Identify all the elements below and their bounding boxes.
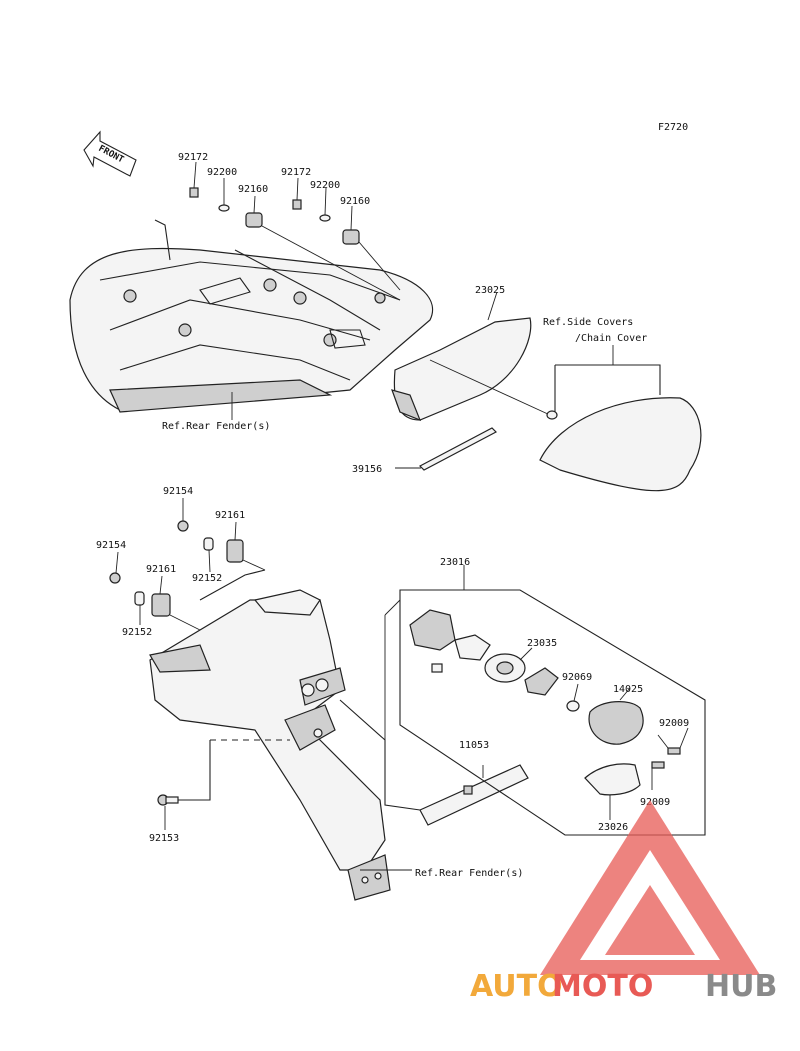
bracket-small: [524, 667, 559, 696]
watermark-auto: AUTO: [470, 969, 563, 1004]
lens-cover-23026: [584, 763, 641, 820]
lamp-assembly-box: [384, 565, 706, 836]
label-92161-b: 92161: [146, 564, 176, 575]
screw-92009-b: [651, 761, 665, 790]
label-39156: 39156: [352, 464, 382, 475]
label-92154-a: 92154: [163, 486, 193, 497]
label-92172-a: 92172: [178, 152, 208, 163]
watermark-moto: MOTO: [552, 969, 653, 1004]
grommet-92160-b: [342, 205, 360, 245]
label-92161-a: 92161: [215, 510, 245, 521]
screw-92009-a: [657, 727, 689, 755]
figure-code: F2720: [658, 122, 688, 133]
label-92153: 92153: [149, 833, 179, 844]
front-arrow-icon: FRONT: [83, 130, 137, 177]
watermark-hub: HUB: [705, 969, 777, 1004]
label-92160-a: 92160: [238, 184, 268, 195]
plate-bracket-11053: [339, 699, 529, 826]
label-23025: 23025: [475, 285, 505, 296]
label-92154-b: 92154: [96, 540, 126, 551]
label-ref-rear-fender-bottom: Ref.Rear Fender(s): [415, 868, 523, 879]
trim-39156: [395, 427, 497, 471]
label-92009-b: 92009: [640, 797, 670, 808]
label-23016: 23016: [440, 557, 470, 568]
watermark-triangle-icon: [540, 800, 760, 975]
label-92009-a: 92009: [659, 718, 689, 729]
label-ref-rear-fender-top: Ref.Rear Fender(s): [162, 421, 270, 432]
socket-23035: [484, 647, 533, 683]
bolt-92153: [157, 794, 179, 830]
bolt-92172-b: [292, 177, 302, 210]
label-92200-b: 92200: [310, 180, 340, 191]
label-ref-side-covers-1: Ref.Side Covers: [543, 317, 633, 328]
side-cover-ref: [539, 345, 702, 492]
bulb-92069: [566, 683, 580, 712]
label-14025: 14025: [613, 684, 643, 695]
tail-cowl-23025: [391, 291, 551, 422]
collar-92152-b: [134, 591, 145, 625]
rear-fender-drawing: [149, 569, 412, 901]
washer-92200-a: [218, 178, 230, 212]
seat-frame-drawing: [69, 219, 434, 413]
bolt-92172-a: [189, 161, 199, 198]
collar-92152-a: [203, 537, 214, 573]
lens-14025: [588, 687, 644, 745]
lamp-housing: [409, 609, 491, 673]
label-92172-b: 92172: [281, 167, 311, 178]
label-92152-a: 92152: [192, 573, 222, 584]
label-ref-side-covers-2: /Chain Cover: [575, 333, 647, 344]
label-92200-a: 92200: [207, 167, 237, 178]
label-23035: 23035: [527, 638, 557, 649]
label-92069: 92069: [562, 672, 592, 683]
label-92152-b: 92152: [122, 627, 152, 638]
grommet-92161-b: [151, 575, 171, 617]
grommet-92161-a: [226, 521, 244, 563]
label-23026: 23026: [598, 822, 628, 833]
label-11053: 11053: [459, 740, 489, 751]
grommet-92160-a: [245, 195, 263, 228]
watermark-logo: AUTO MOTO HUB: [470, 800, 777, 1004]
bolt-92154-b: [109, 551, 121, 584]
label-92160-b: 92160: [340, 196, 370, 207]
bolt-92154-a: [177, 498, 189, 532]
washer-92200-b: [319, 187, 331, 222]
